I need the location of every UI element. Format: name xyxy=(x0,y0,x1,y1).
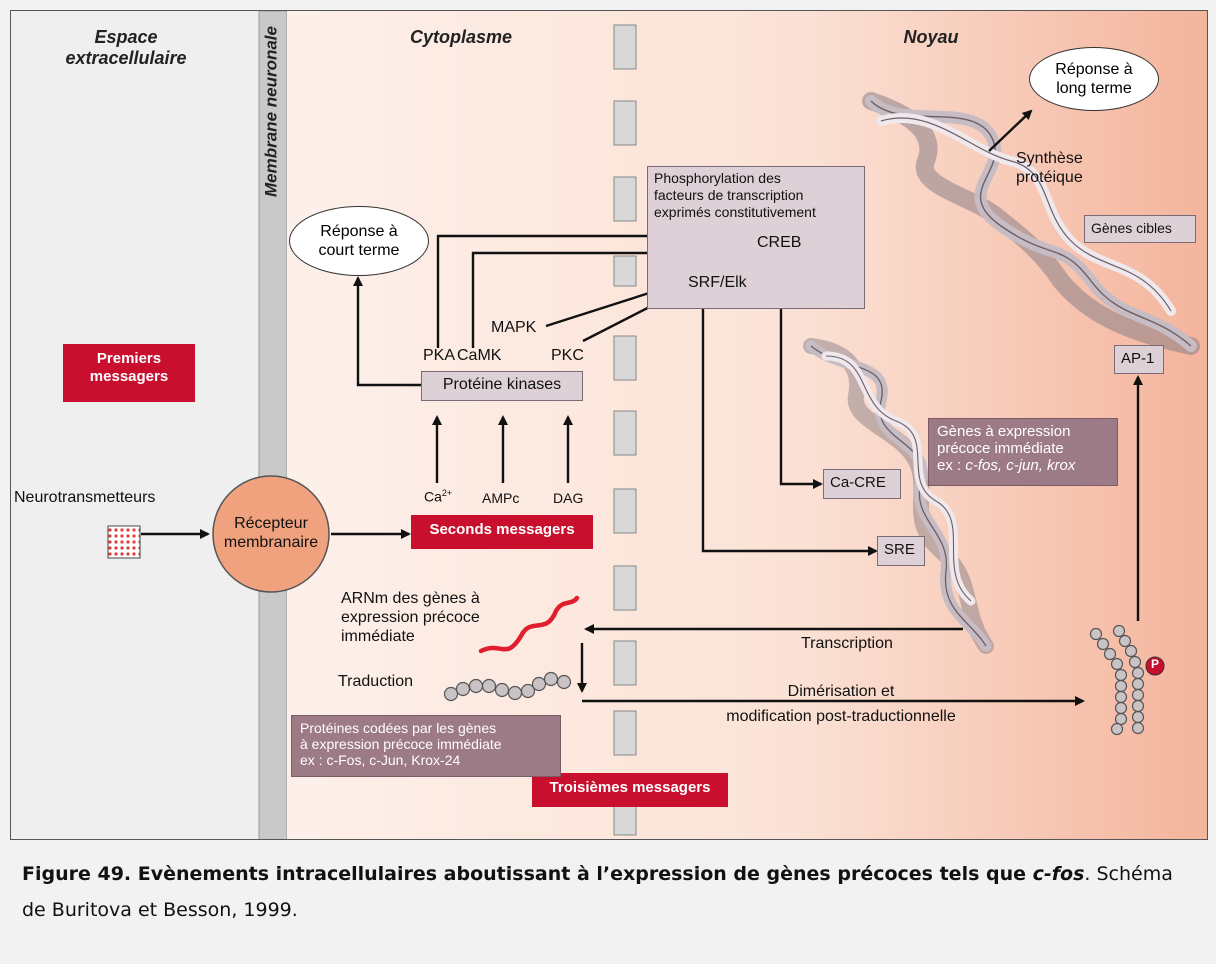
protein-synthesis-label: Synthèse protéique xyxy=(1016,150,1083,186)
header-extracellular: Espace extracellulaire xyxy=(65,27,187,68)
protein-chain-beads xyxy=(443,671,572,702)
mrna-squiggle xyxy=(478,595,580,654)
long-term-response: Réponse à long terme xyxy=(1029,47,1159,111)
extracellular-region xyxy=(11,11,259,839)
caption-italic: c-fos xyxy=(1032,863,1085,885)
srf-elk-label: SRF/Elk xyxy=(688,274,747,291)
pkc-label: PKC xyxy=(551,347,584,364)
immediate-genes-line1: Gènes à expression xyxy=(937,423,1071,440)
dimerisation-label: Dimérisation et modification post-traduc… xyxy=(726,683,956,725)
target-genes-box: Gènes cibles xyxy=(1084,215,1196,243)
receptor-label: Récepteur membranaire xyxy=(223,515,319,551)
ampc-label: AMPc xyxy=(482,490,520,506)
protein-kinases-box: Protéine kinases xyxy=(421,371,583,401)
mrna-label: ARNm des gènes à expression précoce immé… xyxy=(341,590,480,645)
caption-rest: . Schéma de Buritova et Besson, 1999. xyxy=(22,863,1173,921)
encoded-proteins-box: Protéines codées par les gènes à express… xyxy=(291,715,561,777)
calcium-charge: 2+ xyxy=(441,488,453,498)
dag-label: DAG xyxy=(553,490,584,506)
mapk-label: MAPK xyxy=(491,319,537,336)
nuclear-envelope xyxy=(613,24,637,836)
pka-label: PKA xyxy=(423,347,456,364)
sre-box: SRE xyxy=(877,536,925,566)
caption-bold: Figure 49. Evènements intracellulaires a… xyxy=(22,863,1033,885)
first-messengers-badge: Premiers messagers xyxy=(63,344,195,402)
header-membrane: Membrane neuronale xyxy=(261,26,281,197)
dimer-beads xyxy=(1089,624,1145,736)
immediate-genes-line2: précoce immédiate xyxy=(937,440,1064,457)
phosphorylation-box: Phosphorylation des facteurs de transcri… xyxy=(647,166,865,309)
header-cytoplasm: Cytoplasme xyxy=(409,27,513,47)
ca-cre-box: Ca-CRE xyxy=(823,469,901,499)
neurotransmitter-square xyxy=(107,525,141,559)
short-term-response: Réponse à court terme xyxy=(289,206,429,276)
camk-label: CaMK xyxy=(457,347,502,364)
receptor-circle xyxy=(212,475,330,593)
phospho-label: P xyxy=(1150,657,1159,671)
dna-helix-small xyxy=(803,338,994,654)
creb-label: CREB xyxy=(757,234,802,251)
dna-helix-large xyxy=(862,92,1200,355)
ap1-box: AP-1 xyxy=(1114,345,1164,374)
arrows xyxy=(141,109,1143,706)
transcription-label: Transcription xyxy=(801,635,893,652)
figure-frame: Espace extracellulaire Membrane neuronal… xyxy=(10,10,1208,840)
translation-label: Traduction xyxy=(338,673,413,690)
second-messengers-badge: Seconds messagers xyxy=(411,515,593,549)
neurotransmitters-label: Neurotransmetteurs xyxy=(14,489,156,506)
immediate-genes-examples: ex : c-fos, c-jun, krox xyxy=(937,457,1076,474)
immediate-genes-box: Gènes à expression précoce immédiate ex … xyxy=(928,418,1118,486)
third-messengers-badge: Troisièmes messagers xyxy=(532,773,728,807)
calcium-label: Ca2+ xyxy=(424,488,453,505)
phospho-circle xyxy=(1145,656,1165,676)
header-nucleus: Noyau xyxy=(903,27,959,47)
figure-caption: Figure 49. Evènements intracellulaires a… xyxy=(22,856,1202,928)
membrane-band xyxy=(258,11,288,839)
